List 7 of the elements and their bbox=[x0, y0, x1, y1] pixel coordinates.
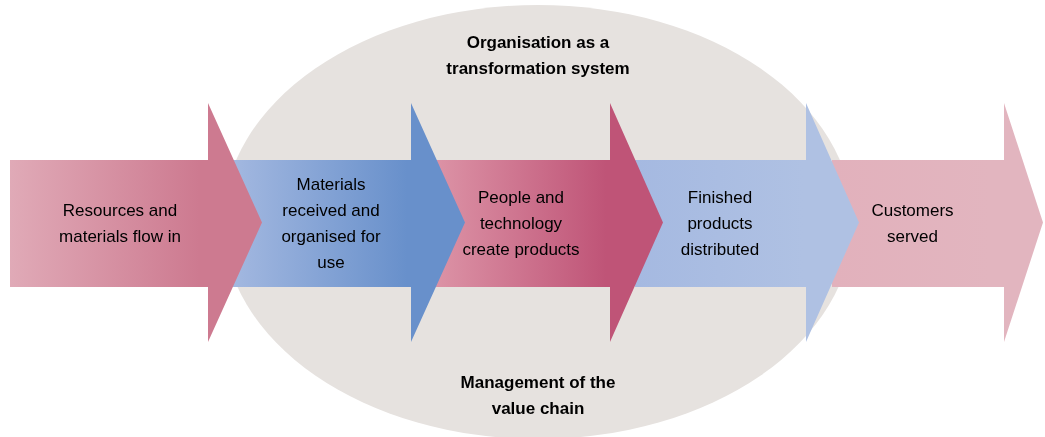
step-label: Customers served bbox=[870, 199, 955, 248]
ellipse-footer: Management of the value chain bbox=[443, 370, 633, 422]
step-label: Finished products distributed bbox=[679, 186, 761, 261]
ellipse-heading: Organisation as a transformation system bbox=[445, 32, 631, 80]
step-label: People and technology create products bbox=[462, 186, 580, 261]
step-label: Resources and materials flow in bbox=[58, 199, 182, 248]
step-label: Materials received and organised for use bbox=[280, 173, 382, 274]
